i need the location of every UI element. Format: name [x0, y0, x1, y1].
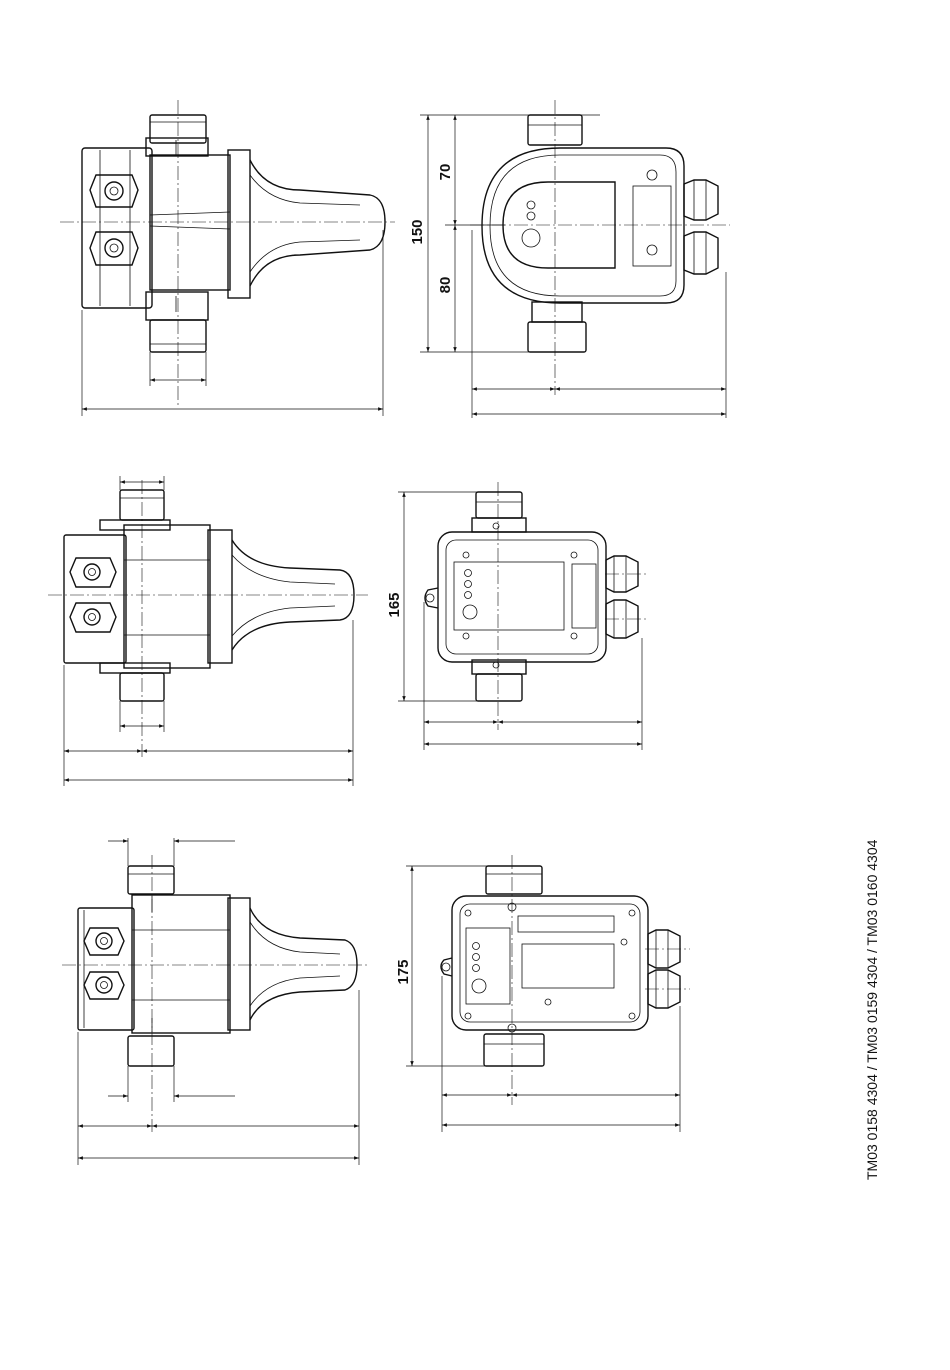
unit-1-side-view [60, 100, 395, 416]
unit-3-height-label: 175 [395, 959, 412, 984]
unit-1-lower-label: 80 [437, 277, 454, 294]
unit-1-height-label: 150 [409, 219, 426, 244]
unit-3-front-view: 175 [395, 855, 690, 1132]
unit-1-front-view: 150 70 80 [409, 100, 730, 418]
drawing-code-reference: TM03 0158 4304 / TM03 0159 4304 / TM03 0… [862, 680, 882, 1180]
unit-2-height-label: 165 [386, 592, 403, 617]
unit-2-front-view: 165 [386, 482, 648, 750]
unit-3-side-view [62, 838, 370, 1165]
unit-2-side-view [48, 476, 368, 786]
unit-1-upper-label: 70 [437, 164, 454, 181]
